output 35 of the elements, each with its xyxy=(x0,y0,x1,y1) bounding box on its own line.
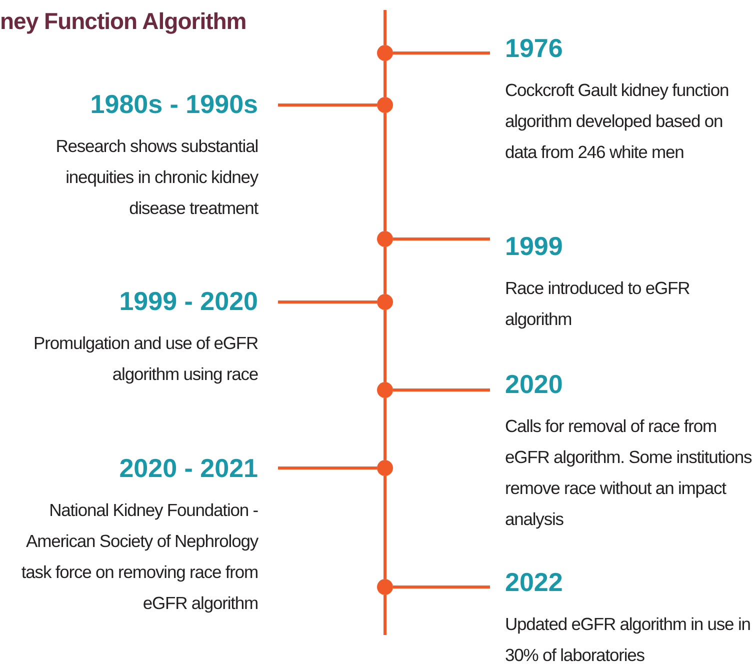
timeline-dot xyxy=(377,460,393,476)
event-description: Promulgation and use of eGFR algorithm using race xyxy=(32,332,258,386)
connector-line xyxy=(278,466,377,470)
timeline-line xyxy=(384,247,386,294)
year-heading: 1976 xyxy=(505,33,563,63)
event-description: Research shows substantial inequities in chronic kidney disease treatment xyxy=(54,135,258,220)
year-heading: 1980s - 1990s xyxy=(90,89,258,119)
connector-line xyxy=(278,300,377,304)
connector-line xyxy=(393,388,490,392)
timeline-line xyxy=(384,113,386,231)
timeline-dot xyxy=(377,45,393,61)
timeline-dot xyxy=(377,97,393,113)
connector-line xyxy=(393,238,490,240)
connector-line xyxy=(393,52,490,54)
connector-line xyxy=(393,586,490,588)
timeline-dot xyxy=(377,231,393,247)
event-description: Race introduced to eGFR algorithm xyxy=(505,277,691,331)
event-description: National Kidney Foundation -American Society of Nephrology task force on removing race from eGFR algorithm xyxy=(20,499,258,615)
title: ney Function Algorithm xyxy=(0,8,246,35)
timeline-dot xyxy=(377,382,393,398)
timeline-dot xyxy=(377,579,393,595)
event-description: Cockcroft Gault kidney function algorithm developed based on data from 246 white men xyxy=(505,79,730,164)
event-description: Updated eGFR algorithm in use in 30% of laboratories xyxy=(505,613,752,665)
timeline-line xyxy=(384,310,386,382)
year-heading: 2020 - 2021 xyxy=(119,453,258,483)
timeline-line xyxy=(384,398,386,460)
timeline-line xyxy=(384,476,386,579)
year-heading: 1999 - 2020 xyxy=(119,286,258,316)
timeline-dot xyxy=(377,294,393,310)
year-heading: 1999 xyxy=(505,231,563,261)
event-description: Calls for removal of race from eGFR algorithm. Some institutions remove race without an impact analysis xyxy=(505,415,753,531)
year-heading: 2022 xyxy=(505,567,563,597)
timeline-line xyxy=(384,61,386,97)
year-heading: 2020 xyxy=(505,369,563,399)
connector-line xyxy=(278,104,377,106)
